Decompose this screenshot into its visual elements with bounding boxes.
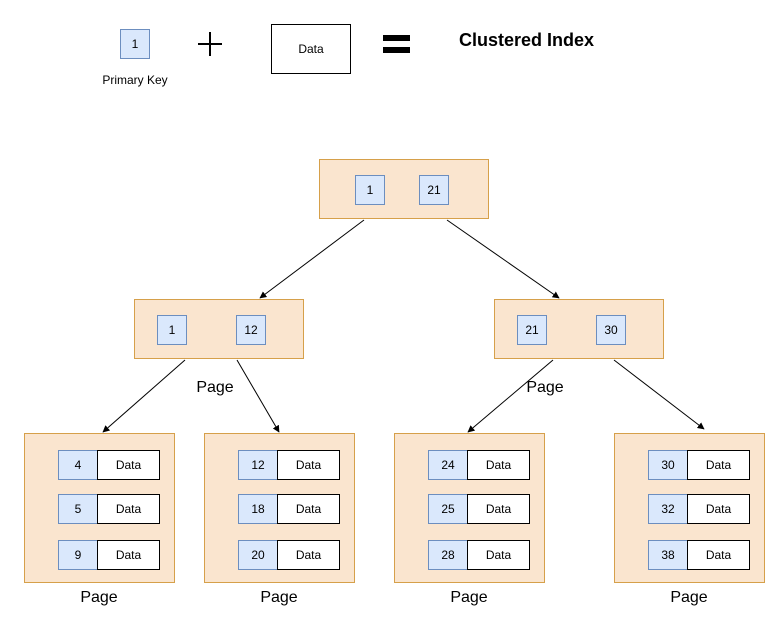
leaf3-row2-key: 25 — [428, 494, 468, 524]
leaf4-row2-key: 32 — [648, 494, 688, 524]
leaf4-row2-data: Data — [687, 494, 750, 524]
leaf3-row2-data: Data — [467, 494, 530, 524]
leaf4-row1-data: Data — [687, 450, 750, 480]
internal-page-right: 21 30 — [494, 299, 664, 359]
edge-right-leaf4 — [613, 359, 705, 430]
leaf4-caption: Page — [670, 589, 708, 606]
leaf2-row1-key: 12 — [238, 450, 278, 480]
edge-left-leaf1 — [102, 359, 186, 433]
leaf1-row2-data: Data — [97, 494, 160, 524]
root-key-2: 21 — [419, 175, 449, 205]
legend-primary-key-box: 1 — [120, 29, 150, 59]
leaf-page-4: 30 Data 32 Data 38 Data — [614, 433, 765, 583]
leaf-page-3: 24 Data 25 Data 28 Data — [394, 433, 545, 583]
leaf3-row3-data: Data — [467, 540, 530, 570]
equals-icon — [383, 35, 410, 53]
internal-left-key-1: 1 — [157, 315, 187, 345]
clustered-index-title: Clustered Index — [459, 30, 595, 50]
leaf4-row1-key: 30 — [648, 450, 688, 480]
internal-page-left: 1 12 — [134, 299, 304, 359]
leaf2-row2-key: 18 — [238, 494, 278, 524]
leaf3-row1-key: 24 — [428, 450, 468, 480]
leaf2-row3-key: 20 — [238, 540, 278, 570]
leaf2-caption: Page — [260, 589, 298, 606]
leaf4-row3-data: Data — [687, 540, 750, 570]
leaf3-row3-key: 28 — [428, 540, 468, 570]
internal-left-caption: Page — [196, 379, 234, 396]
leaf3-caption: Page — [450, 589, 488, 606]
leaf1-caption: Page — [80, 589, 118, 606]
internal-right-key-2: 30 — [596, 315, 626, 345]
leaf2-row3-data: Data — [277, 540, 340, 570]
edge-left-leaf2 — [236, 359, 280, 433]
internal-left-key-2: 12 — [236, 315, 266, 345]
edge-right-leaf3 — [467, 359, 554, 433]
edge-root-left — [259, 219, 365, 299]
internal-right-key-1: 21 — [517, 315, 547, 345]
leaf2-row1-data: Data — [277, 450, 340, 480]
leaf-page-2: 12 Data 18 Data 20 Data — [204, 433, 355, 583]
edge-root-right — [446, 219, 560, 299]
internal-right-caption: Page — [526, 379, 564, 396]
leaf1-row2-key: 5 — [58, 494, 98, 524]
leaf1-row1-key: 4 — [58, 450, 98, 480]
leaf4-row3-key: 38 — [648, 540, 688, 570]
root-key-1: 1 — [355, 175, 385, 205]
leaf1-row3-key: 9 — [58, 540, 98, 570]
leaf3-row1-data: Data — [467, 450, 530, 480]
leaf1-row1-data: Data — [97, 450, 160, 480]
legend-data-box: Data — [271, 24, 351, 74]
plus-icon — [198, 32, 222, 56]
leaf2-row2-data: Data — [277, 494, 340, 524]
legend-primary-key-label: Primary Key — [102, 73, 168, 87]
root-page: 1 21 — [319, 159, 489, 219]
leaf-page-1: 4 Data 5 Data 9 Data — [24, 433, 175, 583]
leaf1-row3-data: Data — [97, 540, 160, 570]
